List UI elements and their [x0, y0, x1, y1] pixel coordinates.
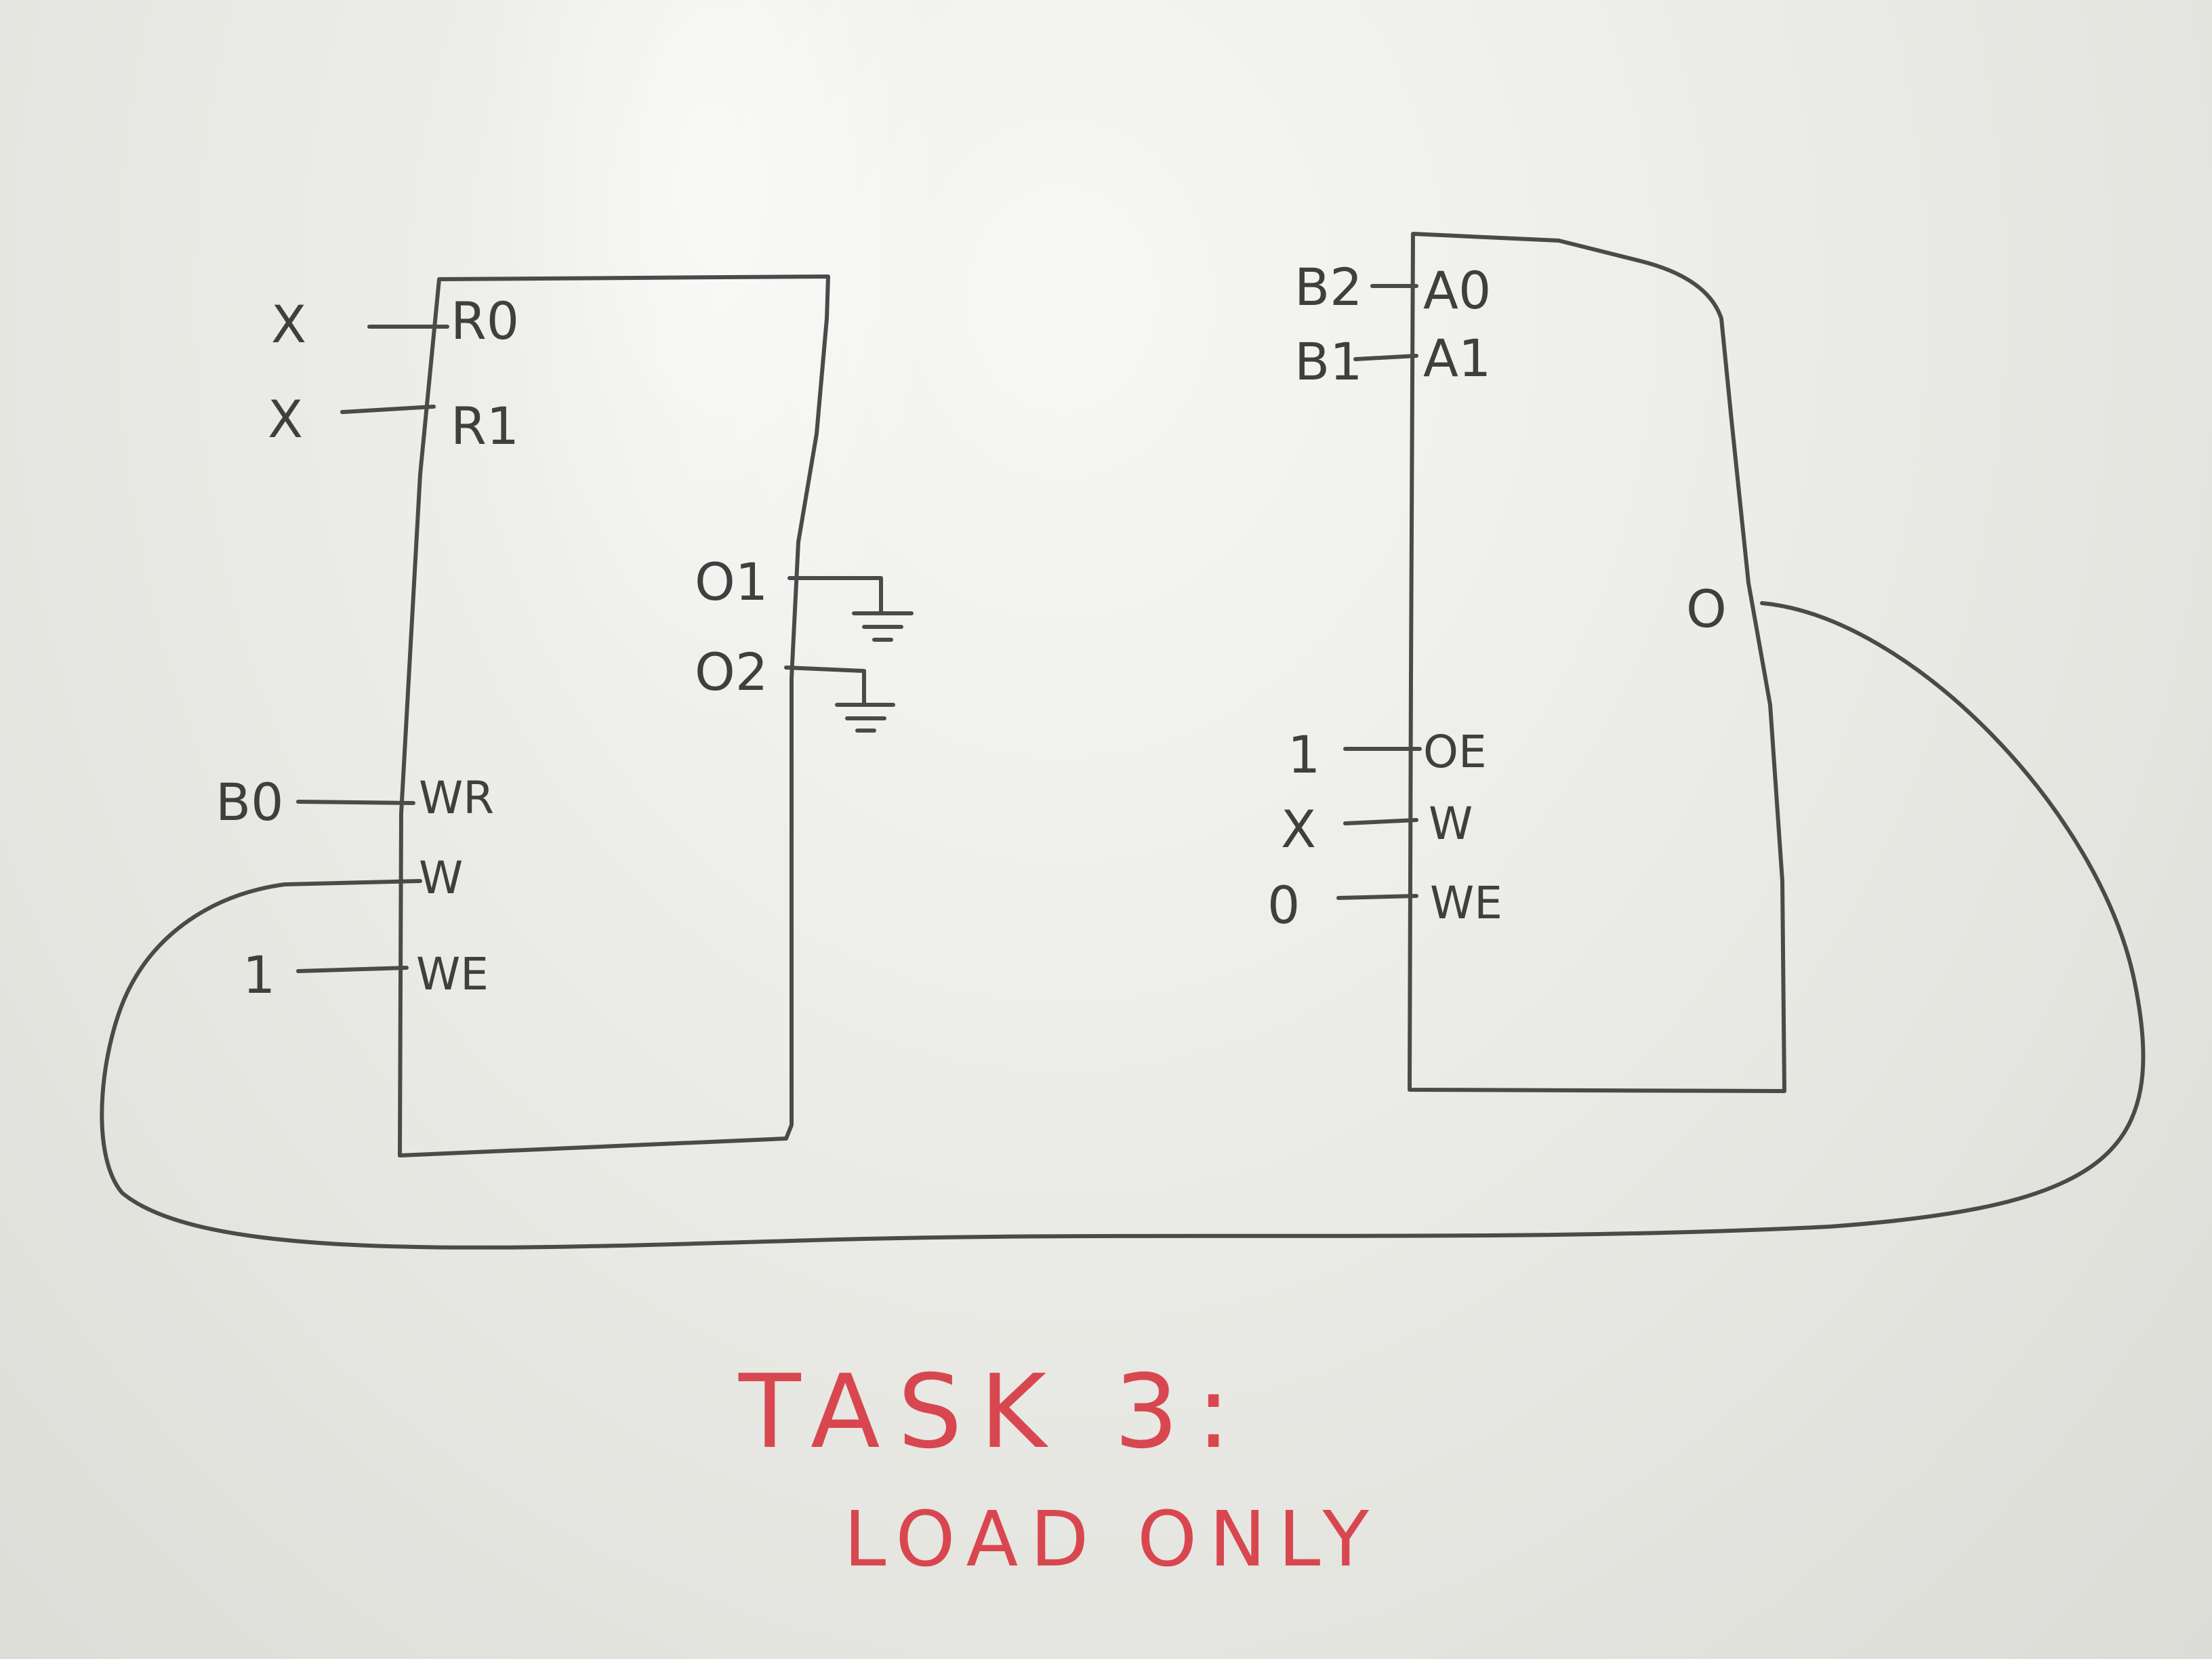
left-pin-r1: R1 — [451, 396, 519, 456]
right-lead-a1 — [1353, 354, 1418, 361]
left-pin-r0: R0 — [451, 291, 519, 351]
right-pin-a0: A0 — [1423, 260, 1491, 321]
left-block-labels: X R0 X R1 O1 O2 B0 WR W 1 WE — [216, 291, 768, 1005]
left-signal-r0: X — [271, 294, 306, 354]
left-lead-we — [296, 966, 409, 973]
right-pin-w: W — [1429, 798, 1473, 850]
ground-o1 — [787, 576, 914, 642]
right-signal-a0: B2 — [1294, 257, 1363, 317]
right-block-labels: B2 A0 B1 A1 O 1 OE X W 0 WE — [1267, 257, 1727, 935]
left-pin-o1: O1 — [695, 552, 768, 612]
left-lead-wr — [296, 800, 415, 805]
right-signal-we: 0 — [1267, 875, 1300, 935]
feedback-wire — [100, 601, 2146, 1250]
ground-o2 — [784, 665, 895, 733]
left-block — [296, 274, 914, 1158]
left-block-outline — [398, 274, 830, 1158]
right-pin-o: O — [1686, 579, 1727, 639]
left-pin-w: W — [419, 852, 463, 904]
left-signal-r1: X — [268, 389, 303, 449]
left-pin-wr: WR — [419, 772, 494, 824]
right-pin-we: WE — [1430, 877, 1502, 929]
left-pin-o2: O2 — [695, 642, 768, 702]
right-signal-oe: 1 — [1288, 724, 1320, 785]
caption: TASK 3: LOAD ONLY — [738, 1353, 1381, 1584]
caption-subtitle: LOAD ONLY — [844, 1496, 1381, 1584]
caption-title: TASK 3: — [738, 1353, 1248, 1471]
right-block — [1336, 232, 1786, 1093]
right-pin-a1: A1 — [1423, 328, 1491, 388]
left-signal-we: 1 — [243, 945, 275, 1005]
right-signal-a1: B1 — [1294, 331, 1363, 392]
right-signal-w: X — [1281, 799, 1316, 859]
right-lead-w — [1343, 818, 1418, 825]
right-lead-we — [1336, 894, 1418, 900]
left-pin-we: WE — [416, 948, 489, 1000]
left-signal-wr: B0 — [216, 772, 284, 832]
left-lead-r1 — [340, 405, 436, 414]
right-pin-oe: OE — [1423, 726, 1487, 778]
right-block-outline — [1408, 232, 1786, 1093]
